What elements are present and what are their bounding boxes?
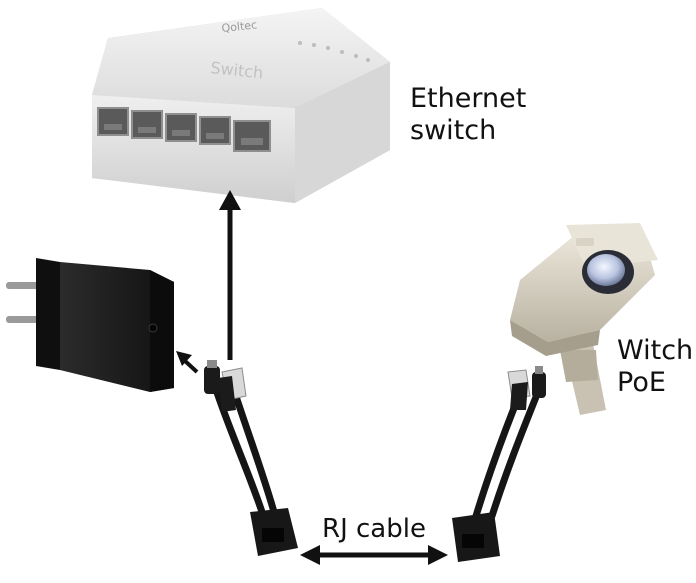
ethernet-switch-label-line2: switch bbox=[410, 115, 497, 146]
arrow-to-adapter bbox=[176, 351, 199, 374]
power-adapter-image bbox=[6, 258, 174, 392]
right-poe-splitter-image bbox=[452, 366, 546, 562]
switch-ports bbox=[97, 107, 271, 152]
ethernet-switch-label: Ethernet switch bbox=[410, 83, 526, 147]
left-poe-splitter-image bbox=[204, 360, 298, 556]
camera-label-line1: Witch bbox=[617, 335, 694, 366]
cctv-camera-image bbox=[510, 223, 658, 415]
rj-cable-double-arrow bbox=[300, 545, 448, 565]
ethernet-switch-label-line1: Ethernet bbox=[410, 83, 527, 114]
rj-cable-label: RJ cable bbox=[322, 514, 426, 544]
switch-brand-text: Qoltec bbox=[221, 18, 258, 35]
camera-label-line2: PoE bbox=[617, 367, 666, 398]
camera-label: Witch PoE bbox=[617, 335, 693, 399]
ethernet-switch-image: Qoltec Switch bbox=[92, 8, 390, 203]
arrow-to-switch bbox=[219, 190, 241, 360]
